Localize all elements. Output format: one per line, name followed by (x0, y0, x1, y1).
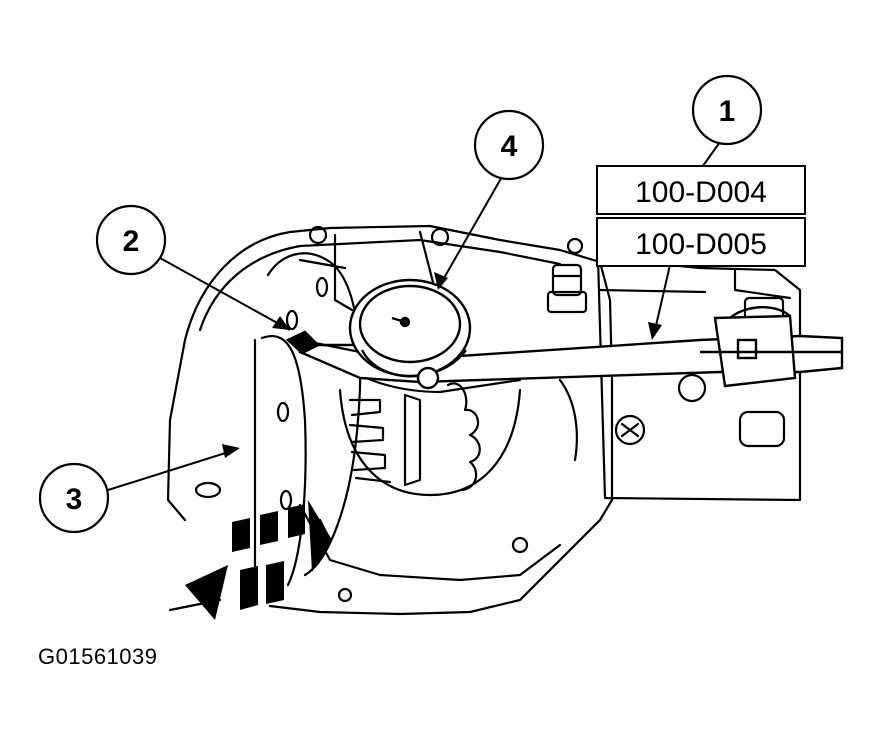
callout-4-label: 4 (501, 130, 518, 163)
tool-number-box-2: 100-D005 (596, 217, 806, 267)
differential-housing (166, 224, 802, 616)
figure-id-label: G01561039 (38, 644, 158, 669)
callout-4: 4 (473, 109, 545, 181)
dial-indicator (285, 278, 844, 390)
tool-number-2: 100-D005 (635, 228, 767, 261)
callout-3-label: 3 (66, 483, 83, 516)
callout-1-label: 1 (719, 95, 736, 128)
tool-number-1: 100-D004 (635, 176, 767, 209)
callout-2-label: 2 (123, 225, 140, 258)
tool-number-box-1: 100-D004 (596, 165, 806, 215)
leader-arrowheads (222, 272, 662, 458)
callout-2: 2 (95, 204, 167, 276)
callout-1: 1 (691, 74, 763, 146)
double-headed-arrow-icon (185, 500, 332, 620)
callout-3: 3 (38, 462, 110, 534)
